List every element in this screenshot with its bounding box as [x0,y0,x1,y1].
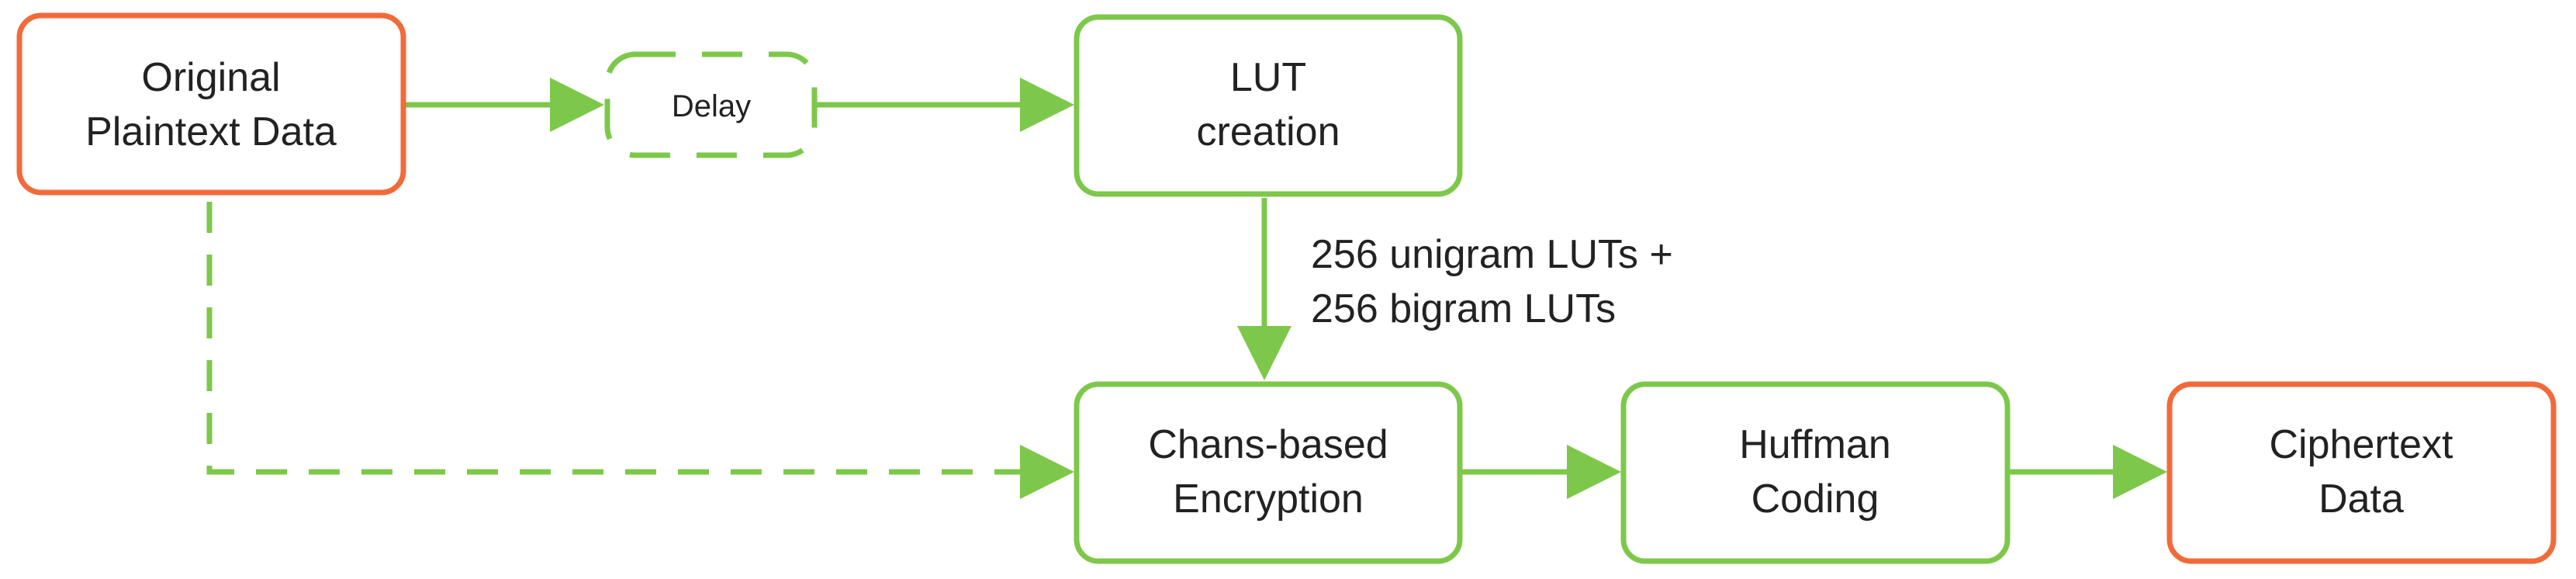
node-huffman-box [1620,381,2011,564]
node-ciphertext-line1: Ciphertext [2270,422,2454,467]
node-chans-line2: Encryption [1173,477,1364,522]
node-lut-box [1074,14,1463,197]
node-delay-label: Delay [672,89,751,123]
node-ciphertext-box [2166,381,2557,564]
node-lut-creation: LUT creation [1074,14,1463,197]
node-huffman-line2: Coding [1751,477,1879,522]
edge-label-lut-to-chans: 256 unigram LUTs + 256 bigram LUTs [1311,232,1673,331]
node-original-plaintext-data: Original Plaintext Data [16,12,406,196]
node-chans-box [1074,381,1463,564]
node-delay-box [604,51,818,158]
node-ciphertext-line2: Data [2318,477,2404,522]
edge-label-line2: 256 bigram LUTs [1311,286,1616,331]
node-chans-based-encryption: Chans-based Encryption [1074,381,1463,564]
node-original-line2: Plaintext Data [85,109,337,154]
node-original-line1: Original [141,55,280,100]
node-lut-line1: LUT [1230,55,1306,100]
node-huffman-coding: Huffman Coding [1620,381,2011,564]
node-delay: Delay [604,51,818,158]
edges [206,78,2167,499]
node-huffman-line1: Huffman [1739,422,1891,467]
node-lut-line2: creation [1197,109,1340,154]
node-chans-line1: Chans-based [1148,422,1388,467]
arrow-original-to-chans-dashed [206,202,1074,499]
node-ciphertext-data: Ciphertext Data [2166,381,2557,564]
node-original-box [16,12,406,196]
edge-label-line1: 256 unigram LUTs + [1311,232,1673,277]
